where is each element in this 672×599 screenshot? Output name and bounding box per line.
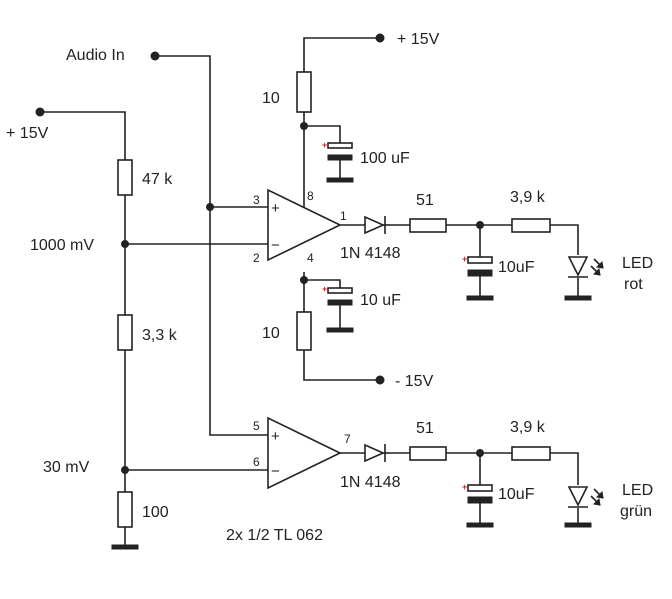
- label-r-supply-neg: 10: [262, 325, 280, 342]
- opamp-2: [267, 416, 342, 490]
- label-r-47k: 47 k: [142, 171, 173, 188]
- label-led-red-1: LED: [622, 255, 653, 272]
- label-ic-name: 2x 1/2 TL 062: [226, 527, 323, 544]
- ground-symbol: [326, 177, 354, 183]
- terminal-vee: [375, 375, 385, 385]
- junction-dot: [300, 122, 308, 130]
- label-ref-high: 1000 mV: [30, 237, 94, 254]
- led-red: [567, 256, 604, 278]
- opamp-1-minus-sign: −: [271, 237, 280, 254]
- cap-plus-sign: +: [462, 482, 467, 492]
- label-r-led-1: 3,9 k: [510, 189, 546, 206]
- label-c-out-2: 10uF: [498, 486, 535, 503]
- resistor-supply-neg: [296, 311, 312, 351]
- label-c-out-1: 10uF: [498, 259, 535, 276]
- capacitor-10uf-supply: +: [322, 284, 353, 306]
- pin-1: 1: [340, 209, 347, 223]
- led-green: [567, 486, 604, 508]
- cap-plus-sign: +: [462, 254, 467, 264]
- resistor-led-1: [511, 218, 551, 233]
- opamp-2-plus-sign: +: [271, 428, 280, 445]
- junction-dot: [476, 221, 484, 229]
- junction-dot: [121, 466, 129, 474]
- cap-plus-sign: +: [322, 140, 327, 150]
- opamp-1: [267, 188, 342, 262]
- label-led-green-1: LED: [622, 482, 653, 499]
- diode-1: [364, 215, 390, 235]
- ground-symbols: [111, 177, 592, 550]
- resistor-supply-pos: [296, 71, 312, 113]
- label-r-led-2: 3,9 k: [510, 419, 546, 436]
- pin-4: 4: [307, 251, 314, 265]
- resistor-47k: [117, 159, 133, 196]
- ground-symbol: [111, 544, 139, 550]
- label-c-100uf: 100 uF: [360, 150, 410, 167]
- label-diode-1: 1N 4148: [340, 245, 401, 262]
- ground-symbol: [326, 327, 354, 333]
- label-ref-low: 30 mV: [43, 459, 90, 476]
- pin-3: 3: [253, 193, 260, 207]
- pin-8: 8: [307, 189, 314, 203]
- resistor-series-2: [409, 446, 447, 461]
- label-diode-2: 1N 4148: [340, 474, 401, 491]
- pin-6: 6: [253, 455, 260, 469]
- junction-dot: [121, 240, 129, 248]
- label-r-100: 100: [142, 504, 169, 521]
- terminals: [35, 33, 484, 474]
- diode-2: [364, 443, 390, 463]
- label-led-green-2: grün: [620, 503, 652, 520]
- resistor-led-2: [511, 446, 551, 461]
- label-r-3k3: 3,3 k: [142, 327, 178, 344]
- label-r-series-2: 51: [416, 420, 434, 437]
- ground-symbol: [466, 522, 494, 528]
- capacitor-out-1: +: [462, 254, 493, 277]
- capacitor-out-2: +: [462, 482, 493, 504]
- opamp-2-minus-sign: −: [271, 463, 280, 480]
- label-r-series-1: 51: [416, 192, 434, 209]
- label-vee: - 15V: [395, 373, 434, 390]
- ground-symbol: [466, 295, 494, 301]
- junction-dot: [206, 203, 214, 211]
- label-vcc-top: + 15V: [397, 31, 440, 48]
- label-audio-in: Audio In: [66, 47, 125, 64]
- terminal-vcc-top: [375, 33, 385, 43]
- resistor-3k3: [117, 314, 133, 351]
- resistors: [117, 71, 551, 528]
- label-led-red-2: rot: [624, 276, 643, 293]
- ground-symbol: [564, 295, 592, 301]
- label-r-supply-pos: 10: [262, 90, 280, 107]
- terminal-audio-in: [150, 51, 160, 61]
- resistor-series-1: [409, 218, 447, 233]
- pin-7: 7: [344, 432, 351, 446]
- capacitor-100uf: +: [322, 140, 353, 161]
- terminal-vcc-left: [35, 107, 45, 117]
- cap-plus-sign: +: [322, 284, 327, 294]
- pin-2: 2: [253, 251, 260, 265]
- label-c-10uf-supply: 10 uF: [360, 292, 401, 309]
- wires: [40, 37, 579, 545]
- junction-dot: [300, 276, 308, 284]
- label-vcc-left: + 15V: [6, 125, 49, 142]
- junction-dot: [476, 449, 484, 457]
- opamp-1-plus-sign: +: [271, 200, 280, 217]
- pin-5: 5: [253, 419, 260, 433]
- resistor-100: [117, 491, 133, 528]
- ground-symbol: [564, 522, 592, 528]
